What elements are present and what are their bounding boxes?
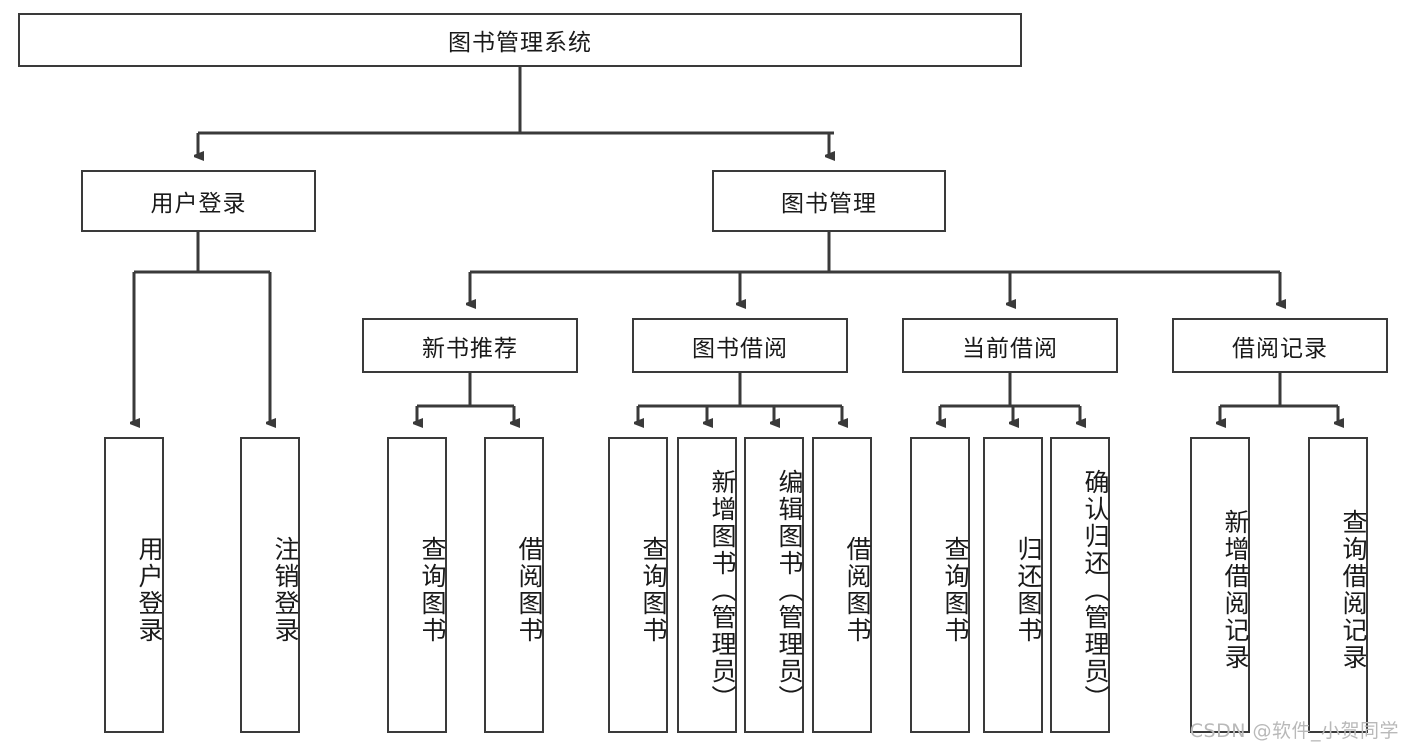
- node-book-borrow-label: 图书借阅: [692, 335, 788, 362]
- node-new-book-recommend-label: 新书推荐: [422, 335, 518, 362]
- node-root[interactable]: 图书管理系统: [18, 13, 1022, 67]
- node-leaf-query-borrow-record-label: 查询借阅记录: [1339, 509, 1368, 671]
- node-user-login[interactable]: 用户登录: [81, 170, 316, 232]
- node-leaf-edit-book-admin-label: 编辑图书（管理员）: [775, 468, 804, 712]
- node-leaf-return-book[interactable]: 归还图书: [983, 437, 1043, 733]
- node-leaf-return-book-label: 归还图书: [1014, 536, 1043, 644]
- node-leaf-user-login-label: 用户登录: [135, 536, 164, 644]
- node-leaf-logout-login[interactable]: 注销登录: [240, 437, 300, 733]
- node-leaf-borrow-book-1[interactable]: 借阅图书: [484, 437, 544, 733]
- node-leaf-query-book-2[interactable]: 查询图书: [608, 437, 668, 733]
- node-leaf-query-book-3[interactable]: 查询图书: [910, 437, 970, 733]
- node-book-management[interactable]: 图书管理: [712, 170, 946, 232]
- node-leaf-add-borrow-record-label: 新增借阅记录: [1221, 509, 1250, 671]
- node-user-login-label: 用户登录: [150, 191, 247, 217]
- node-leaf-edit-book-admin[interactable]: 编辑图书（管理员）: [744, 437, 804, 733]
- node-leaf-borrow-book-2-label: 借阅图书: [843, 536, 872, 644]
- node-current-borrow-label: 当前借阅: [962, 335, 1058, 362]
- node-new-book-recommend[interactable]: 新书推荐: [362, 318, 578, 373]
- node-root-label: 图书管理系统: [448, 30, 592, 56]
- node-leaf-query-borrow-record[interactable]: 查询借阅记录: [1308, 437, 1368, 733]
- node-book-management-label: 图书管理: [781, 191, 877, 217]
- node-leaf-confirm-return-admin[interactable]: 确认归还（管理员）: [1050, 437, 1110, 733]
- node-leaf-borrow-book-1-label: 借阅图书: [515, 536, 544, 644]
- node-current-borrow[interactable]: 当前借阅: [902, 318, 1118, 373]
- node-leaf-confirm-return-admin-label: 确认归还（管理员）: [1081, 468, 1110, 712]
- node-book-borrow[interactable]: 图书借阅: [632, 318, 848, 373]
- node-borrow-record-label: 借阅记录: [1232, 335, 1328, 362]
- node-leaf-query-book-2-label: 查询图书: [639, 536, 668, 644]
- csdn-watermark: CSDN @软件_小贺同学: [1189, 720, 1399, 742]
- node-leaf-user-login[interactable]: 用户登录: [104, 437, 164, 733]
- node-leaf-query-book-1[interactable]: 查询图书: [387, 437, 447, 733]
- node-leaf-add-book-admin[interactable]: 新增图书（管理员）: [677, 437, 737, 733]
- node-leaf-borrow-book-2[interactable]: 借阅图书: [812, 437, 872, 733]
- node-borrow-record[interactable]: 借阅记录: [1172, 318, 1388, 373]
- node-leaf-add-borrow-record[interactable]: 新增借阅记录: [1190, 437, 1250, 733]
- node-leaf-query-book-3-label: 查询图书: [941, 536, 970, 644]
- node-leaf-logout-login-label: 注销登录: [271, 536, 300, 644]
- node-leaf-query-book-1-label: 查询图书: [418, 536, 447, 644]
- node-leaf-add-book-admin-label: 新增图书（管理员）: [708, 468, 737, 712]
